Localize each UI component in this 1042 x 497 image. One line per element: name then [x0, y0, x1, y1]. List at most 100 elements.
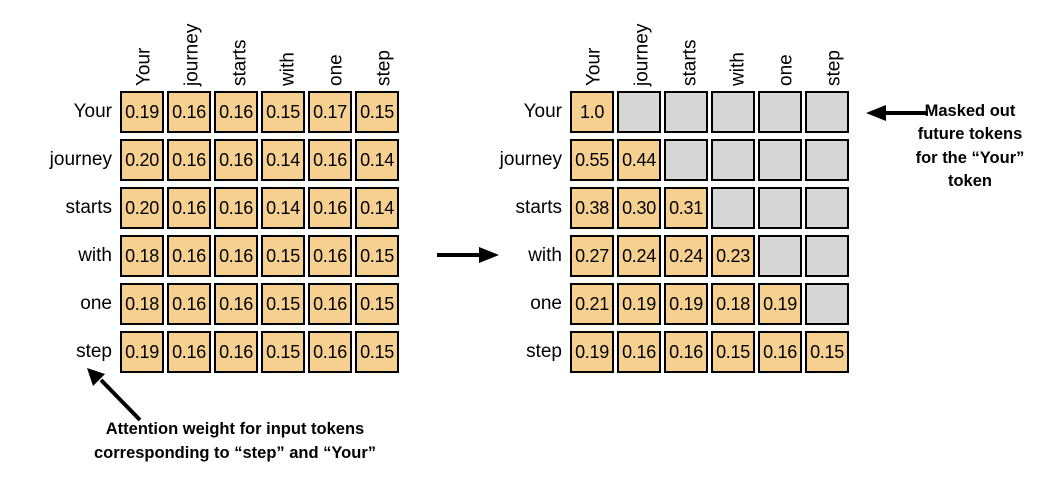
- attention-cell: 0.16: [214, 331, 258, 373]
- attention-cell: 0.14: [261, 139, 305, 181]
- masked-cell: [664, 91, 708, 133]
- row-label: starts: [515, 197, 562, 218]
- attention-cell: 0.15: [261, 91, 305, 133]
- annotation-line: Masked out: [924, 102, 1016, 120]
- attention-cell: 0.19: [758, 283, 802, 325]
- column-header-label: Your: [133, 47, 155, 86]
- attention-cell: 1.0: [570, 91, 614, 133]
- attention-cell: 0.24: [664, 235, 708, 277]
- masked-cell: [805, 283, 849, 325]
- attention-cell: 0.19: [617, 283, 661, 325]
- attention-cell: 0.14: [355, 139, 399, 181]
- column-header: step: [810, 0, 858, 88]
- masked-cell: [758, 139, 802, 181]
- mask-callout-arrow-icon: [866, 105, 928, 121]
- attention-cell: 0.15: [355, 235, 399, 277]
- attention-cell: 0.15: [261, 331, 305, 373]
- attention-cell: 0.18: [120, 283, 164, 325]
- column-header-label: one: [325, 54, 347, 86]
- column-header-label: with: [277, 52, 299, 86]
- attention-cell: 0.16: [167, 283, 211, 325]
- attention-cell: 0.19: [664, 283, 708, 325]
- column-header: journey: [618, 0, 666, 88]
- attention-cell: 0.24: [617, 235, 661, 277]
- masked-cell: [758, 187, 802, 229]
- column-header-label: starts: [679, 39, 701, 86]
- row-label: step: [526, 341, 562, 362]
- attention-cell: 0.16: [214, 235, 258, 277]
- attention-cell: 0.16: [308, 283, 352, 325]
- masked-cell: [805, 91, 849, 133]
- column-header: starts: [666, 0, 714, 88]
- masked-cell: [711, 91, 755, 133]
- column-header-label: with: [727, 52, 749, 86]
- attention-cell: 0.20: [120, 139, 164, 181]
- attention-cell: 0.16: [308, 187, 352, 229]
- attention-cell: 0.18: [120, 235, 164, 277]
- attention-weight-callout-arrow-icon: [87, 368, 142, 422]
- attention-cell: 0.16: [214, 283, 258, 325]
- masked-cell: [805, 187, 849, 229]
- column-header-label: step: [373, 50, 395, 86]
- attention-cell: 0.16: [758, 331, 802, 373]
- column-header: with: [714, 0, 762, 88]
- attention-cell: 0.16: [214, 139, 258, 181]
- attention-cell: 0.18: [711, 283, 755, 325]
- attention-cell: 0.55: [570, 139, 614, 181]
- attention-cell: 0.30: [617, 187, 661, 229]
- masked-cell: [664, 139, 708, 181]
- row-label: with: [78, 245, 112, 266]
- column-header-label: journey: [181, 23, 203, 86]
- attention-cell: 0.19: [120, 91, 164, 133]
- column-header-label: Your: [583, 47, 605, 86]
- column-header: Your: [120, 0, 168, 88]
- column-header-label: starts: [229, 39, 251, 86]
- attention-cell: 0.15: [261, 283, 305, 325]
- attention-cell: 0.16: [167, 91, 211, 133]
- annotation-line: Attention weight for input tokens: [105, 420, 365, 438]
- attention-cell: 0.15: [355, 283, 399, 325]
- row-label: one: [80, 293, 112, 314]
- attention-cell: 0.19: [570, 331, 614, 373]
- attention-cell: 0.14: [355, 187, 399, 229]
- matrix-row: Your 1.0: [450, 88, 852, 136]
- attention-cell: 0.23: [711, 235, 755, 277]
- attention-cell: 0.16: [167, 139, 211, 181]
- attention-cell: 0.15: [355, 91, 399, 133]
- masked-cell: [711, 139, 755, 181]
- annotation-line: future tokens: [917, 125, 1023, 144]
- attention-cell: 0.16: [308, 331, 352, 373]
- row-label: with: [528, 245, 562, 266]
- attention-cell: 0.14: [261, 187, 305, 229]
- masked-cell: [758, 91, 802, 133]
- attention-cell: 0.16: [617, 331, 661, 373]
- left-column-headers: Your journey starts with one step: [120, 0, 408, 88]
- row-label: journey: [499, 149, 562, 170]
- column-header-label: journey: [631, 23, 653, 86]
- column-header: Your: [570, 0, 618, 88]
- attention-cell: 0.16: [167, 331, 211, 373]
- row-label: Your: [523, 101, 562, 122]
- attention-cell: 0.16: [308, 235, 352, 277]
- attention-cell: 0.16: [167, 187, 211, 229]
- column-header: with: [264, 0, 312, 88]
